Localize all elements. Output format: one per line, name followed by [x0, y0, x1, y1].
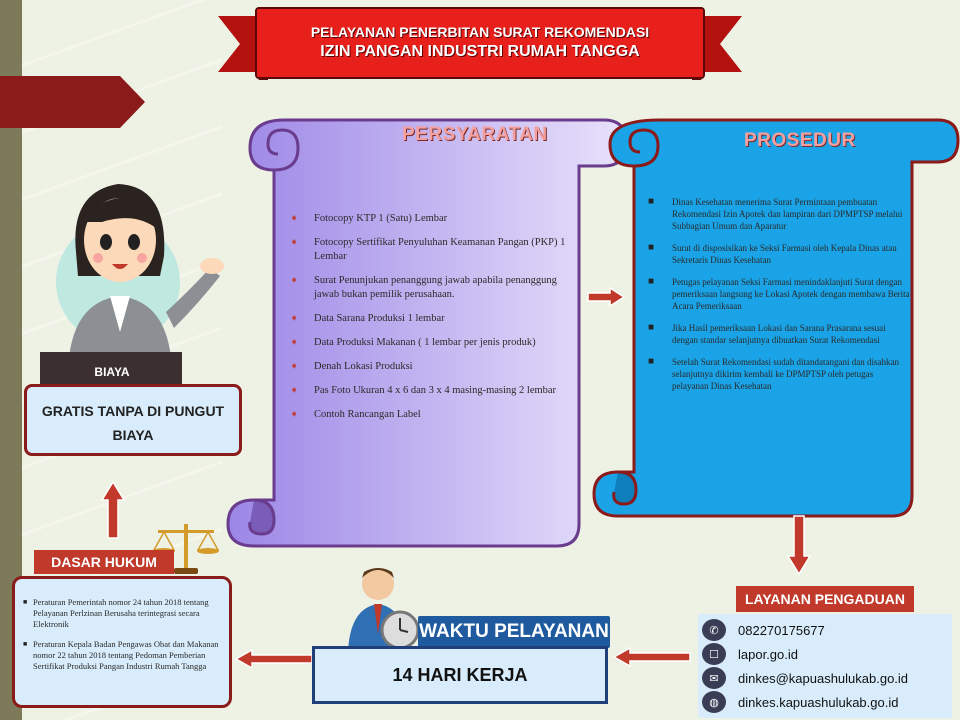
dasar-hukum-box: ■ Peraturan Pemerintah nomor 24 tahun 201… — [12, 576, 232, 708]
prosedur-list: ■ Dinas Kesehatan menerima Surat Perminta… — [648, 196, 910, 402]
list-item: ■ Dinas Kesehatan menerima Surat Perminta… — [648, 196, 910, 232]
list-item-text: Dinas Kesehatan menerima Surat Permintaa… — [672, 197, 903, 231]
waktu-box: 14 HARI KERJA — [312, 646, 608, 704]
list-item-text: Pas Foto Ukuran 4 x 6 dan 3 x 4 masing-m… — [314, 385, 557, 396]
list-item-text: Denah Lokasi Produksi — [314, 361, 413, 372]
pengaduan-label: LAYANAN PENGADUAN — [736, 586, 914, 612]
list-item-text: Petugas pelayanan Seksi Farmasi menindak… — [672, 277, 910, 311]
arrow-left-icon-2 — [234, 648, 313, 670]
bullet-icon: ➧ — [290, 213, 299, 224]
prosedur-title: PROSEDUR — [744, 130, 856, 151]
pengaduan-box — [698, 614, 952, 718]
list-item: ■ Peraturan Kepala Badan Pengawas Obat da… — [23, 639, 221, 672]
bullet-icon: ➧ — [290, 409, 299, 420]
list-item-text: Peraturan Kepala Badan Pengawas Obat dan… — [33, 639, 219, 671]
list-item: ➧ Pas Foto Ukuran 4 x 6 dan 3 x 4 masing-… — [290, 384, 570, 398]
woman-illustration — [56, 184, 224, 372]
list-item: ➧ Data Sarana Produksi 1 lembar — [290, 312, 570, 326]
biaya-box: GRATIS TANPA DI PUNGUT BIAYA — [24, 384, 242, 456]
contact-row: ✉ dinkes@kapuashulukab.go.id — [702, 666, 952, 690]
biaya-label: BIAYA — [94, 365, 130, 379]
dasar-hukum-label: DASAR HUKUM — [34, 550, 174, 574]
bullet-icon: ■ — [648, 322, 655, 333]
dasar-hukum-list: ■ Peraturan Pemerintah nomor 24 tahun 201… — [23, 597, 221, 672]
biaya-value-line-1: GRATIS TANPA DI PUNGUT — [41, 403, 225, 419]
bullet-icon: ➧ — [290, 237, 299, 248]
list-item-text: Data Produksi Makanan ( 1 lembar per jen… — [314, 337, 536, 348]
list-item: ➧ Contoh Rancangan Label — [290, 408, 570, 422]
arrow-up-icon — [100, 480, 126, 539]
list-item: ■ Jika Hasil pemeriksaan Lokasi dan Saran… — [648, 322, 910, 346]
banner-line-2: IZIN PANGAN INDUSTRI RUMAH TANGGA — [320, 43, 640, 60]
list-item: ➧ Fotocopy Sertifikat Penyuluhan Keamanan… — [290, 236, 570, 264]
list-item-text: Jika Hasil pemeriksaan Lokasi dan Sarana… — [672, 323, 886, 345]
banner-line-1: PELAYANAN PENERBITAN SURAT REKOMENDASI — [310, 24, 650, 40]
list-item-text: Surat Penunjukan penanggung jawab apabil… — [314, 275, 557, 300]
list-item-text: Setelah Surat Rekomendasi sudah ditandat… — [672, 357, 899, 391]
email-icon: ✉ — [702, 667, 726, 689]
title-banner — [218, 7, 742, 80]
contact-text: lapor.go.id — [738, 646, 798, 662]
businessman-clock-illustration — [348, 568, 420, 652]
list-item-text: Surat di disposisikan ke Seksi Farmasi o… — [672, 243, 897, 265]
background-side-panel — [0, 0, 22, 720]
list-item: ➧ Fotocopy KTP 1 (Satu) Lembar — [290, 212, 570, 226]
bullet-icon: ■ — [648, 196, 655, 207]
lapor-icon: ☐ — [702, 643, 726, 665]
persyaratan-list: ➧ Fotocopy KTP 1 (Satu) Lembar ➧ Fotocopy S… — [290, 212, 570, 432]
waktu-value: 14 HARI KERJA — [392, 664, 528, 685]
list-item: ➧ Data Produksi Makanan ( 1 lembar per je… — [290, 336, 570, 350]
arrow-right-icon — [587, 286, 626, 308]
list-item-text: Fotocopy Sertifikat Penyuluhan Keamanan … — [314, 237, 566, 262]
bullet-icon: ➧ — [290, 313, 299, 324]
list-item: ➧ Denah Lokasi Produksi — [290, 360, 570, 374]
arrow-left-icon — [612, 646, 691, 668]
waktu-label: WAKTU PELAYANAN — [418, 616, 610, 648]
contact-row: ◍ dinkes.kapuashulukab.go.id — [702, 690, 952, 714]
bullet-icon: ➧ — [290, 385, 299, 396]
list-item: ➧ Surat Penunjukan penanggung jawab apabi… — [290, 274, 570, 302]
list-item-text: Fotocopy KTP 1 (Satu) Lembar — [314, 213, 448, 224]
banner-title: PELAYANAN PENERBITAN SURAT REKOMENDASI I… — [270, 22, 690, 62]
corner-ribbon — [0, 76, 145, 128]
arrow-down-icon — [786, 515, 812, 576]
bullet-icon: ■ — [648, 356, 655, 367]
bullet-icon: ➧ — [290, 361, 299, 372]
podium — [40, 352, 182, 386]
bullet-icon: ➧ — [290, 275, 299, 286]
bullet-icon: ■ — [648, 242, 655, 253]
bullet-icon: ■ — [23, 640, 28, 648]
whatsapp-icon: ✆ — [702, 619, 726, 641]
web-icon: ◍ — [702, 691, 726, 713]
bullet-icon: ■ — [648, 276, 655, 287]
prosedur-scroll — [592, 118, 960, 518]
list-item: ■ Petugas pelayanan Seksi Farmasi meninda… — [648, 276, 910, 312]
list-item-text: Contoh Rancangan Label — [314, 409, 421, 420]
list-item: ■ Setelah Surat Rekomendasi sudah ditanda… — [648, 356, 910, 392]
contact-text: dinkes.kapuashulukab.go.id — [738, 694, 899, 710]
contact-row: ☐ lapor.go.id — [702, 642, 952, 666]
contact-text: dinkes@kapuashulukab.go.id — [738, 670, 909, 686]
persyaratan-title: PERSYARATAN — [402, 124, 548, 145]
list-item-text: Data Sarana Produksi 1 lembar — [314, 313, 445, 324]
bullet-icon: ➧ — [290, 337, 299, 348]
biaya-value-line-2: BIAYA — [112, 427, 154, 443]
list-item: ■ Surat di disposisikan ke Seksi Farmasi … — [648, 242, 910, 266]
bullet-icon: ■ — [23, 598, 28, 606]
list-item: ■ Peraturan Pemerintah nomor 24 tahun 201… — [23, 597, 221, 630]
contact-text: 082270175677 — [738, 622, 825, 638]
contact-row: ✆ 082270175677 — [702, 618, 952, 642]
list-item-text: Peraturan Pemerintah nomor 24 tahun 2018… — [33, 597, 209, 629]
